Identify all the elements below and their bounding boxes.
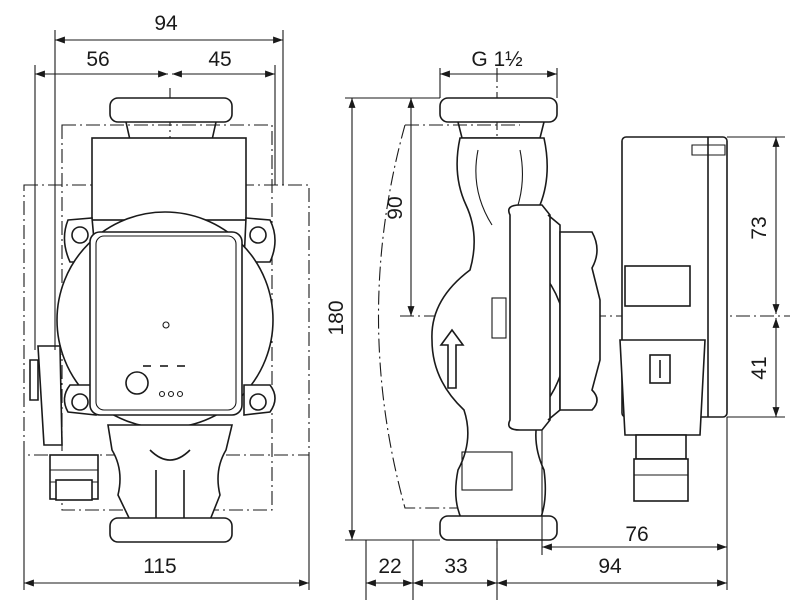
front-lower-body <box>107 424 234 521</box>
dim-56-label: 56 <box>86 48 109 71</box>
front-lower-web <box>149 449 191 518</box>
dim-41-label: 41 <box>748 356 771 379</box>
front-control-knob-icon <box>125 371 149 395</box>
front-cable-connector <box>37 345 63 446</box>
front-indicator-dot <box>162 321 170 329</box>
front-control-box-inner <box>95 235 237 411</box>
front-led-dot-1 <box>158 390 166 398</box>
front-upper-housing <box>91 137 247 221</box>
dim-90-label: 90 <box>384 196 407 219</box>
side-motor-flange <box>507 204 551 431</box>
side-top-flange <box>439 97 558 123</box>
side-dashdot-contour <box>377 124 520 509</box>
side-dimensions: G 1½ 180 90 73 41 76 22 33 94 <box>325 48 785 600</box>
front-lower-left-bolt-icon <box>71 393 89 411</box>
dim-76-label: 76 <box>625 523 648 546</box>
arrow-up-icon <box>439 328 465 389</box>
side-inner-port <box>461 451 513 491</box>
dim-115-label: 115 <box>143 555 176 578</box>
front-bottom-flange <box>109 517 233 543</box>
front-cable-plug <box>55 479 93 501</box>
side-view <box>377 68 790 560</box>
side-top-neck <box>457 121 545 139</box>
front-control-box <box>89 231 243 416</box>
side-plug-nut <box>633 458 689 502</box>
side-plug-neck <box>635 434 687 460</box>
front-lower-right-bolt-icon <box>249 393 267 411</box>
front-dimensions: 94 56 45 115 <box>23 12 310 590</box>
front-cable-gland <box>29 359 39 401</box>
dim-33-label: 33 <box>444 555 467 578</box>
dim-73-label: 73 <box>748 216 771 239</box>
dim-thread-label: G 1½ <box>471 48 522 71</box>
side-inner-window <box>491 297 507 339</box>
front-left-bolt-icon <box>71 226 89 244</box>
dim-45-label: 45 <box>208 48 231 71</box>
front-led-dot-3 <box>176 390 184 398</box>
side-plug-housing <box>619 339 706 436</box>
dim-22-label: 22 <box>378 555 401 578</box>
front-top-flange <box>109 97 233 123</box>
side-plug-window <box>649 354 671 384</box>
dim-94-top-label: 94 <box>154 12 178 35</box>
dim-94-bottom-label: 94 <box>598 555 622 578</box>
side-motor-connector-block <box>624 265 691 307</box>
front-right-bolt-icon <box>249 226 267 244</box>
front-lower-left-bolt-lug <box>63 384 97 416</box>
front-view <box>23 88 310 543</box>
side-bottom-flange <box>439 515 558 541</box>
dim-180-label: 180 <box>325 300 348 335</box>
front-led-dot-2 <box>167 390 175 398</box>
side-motor-top-notch <box>691 144 726 156</box>
side-coupling <box>559 231 601 411</box>
